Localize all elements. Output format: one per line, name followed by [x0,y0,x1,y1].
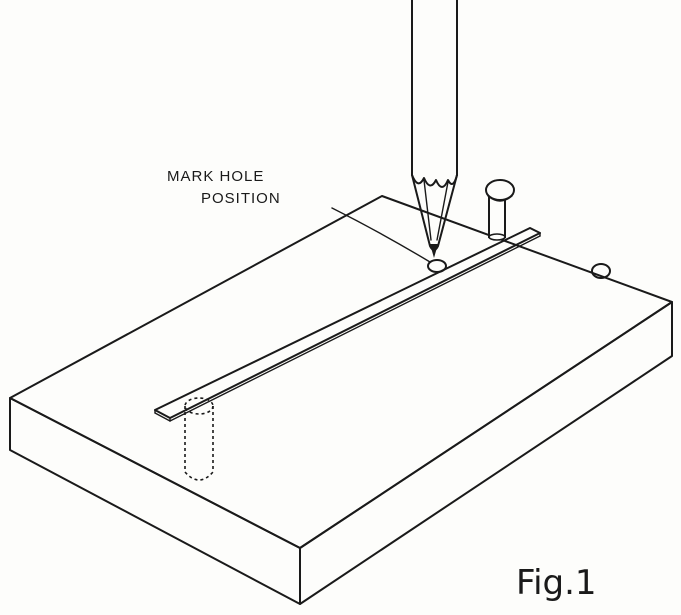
figure-label: Fig.1 [516,563,597,603]
hidden-dowel [184,397,214,481]
marked-hole [427,259,447,273]
annotation-line1: MARK HOLE [167,168,265,185]
peg-icon [485,179,515,241]
block-hole [591,263,611,279]
annotation-line2: POSITION [201,190,281,207]
block-right-face [299,301,673,605]
block-top-face [9,195,673,549]
leader-line [331,207,431,263]
metal-strip [154,227,541,419]
pencil-icon [411,0,458,258]
block-front-face [9,397,301,605]
